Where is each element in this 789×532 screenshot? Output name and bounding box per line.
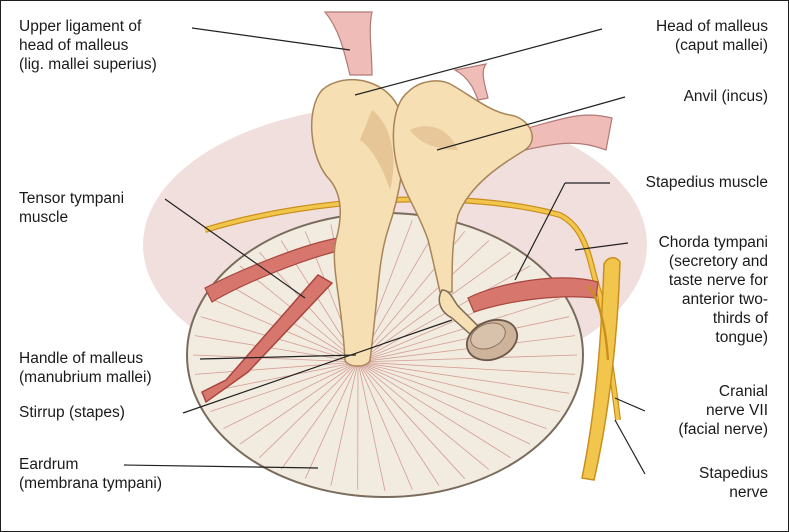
- label-cranial-nerve: Cranial nerve VII (facial nerve): [678, 382, 768, 439]
- label-handle-malleus: Handle of malleus (manubrium mallei): [19, 349, 152, 387]
- label-tensor-tympani: Tensor tympani muscle: [19, 189, 124, 227]
- label-upper-ligament-line-3: (lig. mallei superius): [19, 55, 157, 74]
- label-stapedius-nerve-line-1: Stapedius: [699, 464, 768, 483]
- label-cranial-nerve-line-1: Cranial: [678, 382, 768, 401]
- label-handle-malleus-line-1: Handle of malleus: [19, 349, 152, 368]
- eardrum-shape: [187, 213, 583, 497]
- label-upper-ligament-line-1: Upper ligament of: [19, 17, 157, 36]
- label-tensor-tympani-line-2: muscle: [19, 208, 124, 227]
- label-stirrup: Stirrup (stapes): [19, 403, 125, 422]
- upper-ligament-shape: [325, 12, 372, 75]
- label-cranial-nerve-line-2: nerve VII: [678, 401, 768, 420]
- label-head-malleus: Head of malleus (caput mallei): [656, 17, 768, 55]
- label-chorda-tympani-line-5: thirds of: [659, 309, 768, 328]
- label-chorda-tympani: Chorda tympani (secretory and taste nerv…: [659, 233, 768, 347]
- label-head-malleus-line-1: Head of malleus: [656, 17, 768, 36]
- label-chorda-tympani-line-4: anterior two-: [659, 290, 768, 309]
- label-chorda-tympani-line-3: taste nerve for: [659, 271, 768, 290]
- label-head-malleus-line-2: (caput mallei): [656, 36, 768, 55]
- label-stapedius-muscle-line-1: Stapedius muscle: [646, 173, 768, 192]
- label-upper-ligament: Upper ligament of head of malleus (lig. …: [19, 17, 157, 74]
- label-eardrum: Eardrum (membrana tympani): [19, 455, 162, 493]
- label-handle-malleus-line-2: (manubrium mallei): [19, 368, 152, 387]
- label-tensor-tympani-line-1: Tensor tympani: [19, 189, 124, 208]
- label-cranial-nerve-line-3: (facial nerve): [678, 420, 768, 439]
- label-chorda-tympani-line-1: Chorda tympani: [659, 233, 768, 252]
- label-chorda-tympani-line-6: tongue): [659, 328, 768, 347]
- label-anvil-line-1: Anvil (incus): [684, 87, 768, 106]
- label-stapedius-nerve-line-2: nerve: [699, 483, 768, 502]
- label-chorda-tympani-line-2: (secretory and: [659, 252, 768, 271]
- label-stapedius-nerve: Stapedius nerve: [699, 464, 768, 502]
- label-upper-ligament-line-2: head of malleus: [19, 36, 157, 55]
- label-stirrup-line-1: Stirrup (stapes): [19, 403, 125, 422]
- label-eardrum-line-1: Eardrum: [19, 455, 162, 474]
- label-stapedius-muscle: Stapedius muscle: [646, 173, 768, 192]
- label-anvil: Anvil (incus): [684, 87, 768, 106]
- label-eardrum-line-2: (membrana tympani): [19, 474, 162, 493]
